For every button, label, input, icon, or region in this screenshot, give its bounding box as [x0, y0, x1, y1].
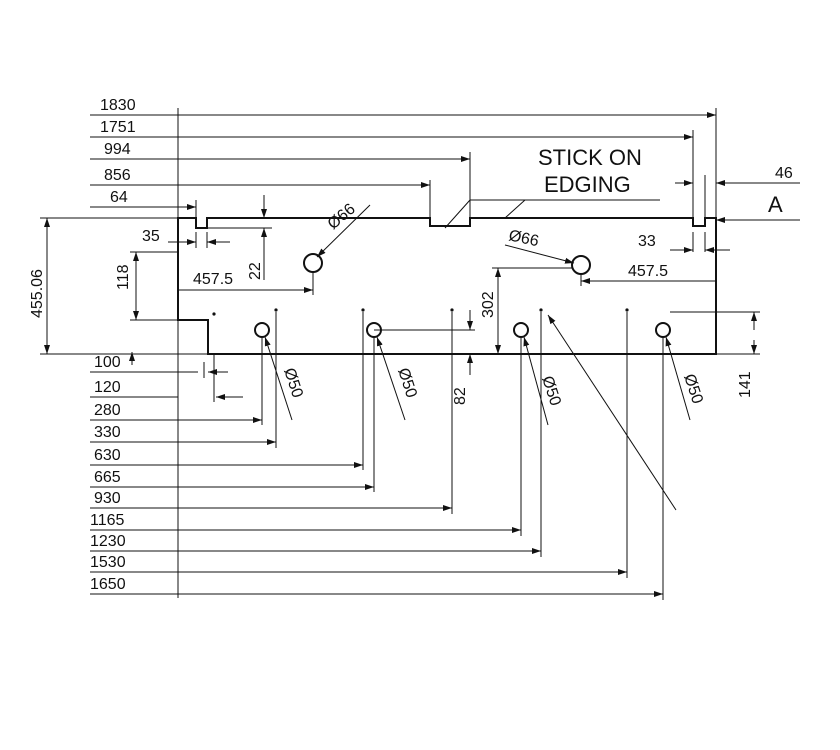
- dims-457: [178, 272, 716, 295]
- dim-302-lines: [492, 267, 573, 354]
- d50-2-leader: [376, 336, 406, 421]
- dim-100: 100: [94, 354, 121, 371]
- dim-1751: 1751: [100, 119, 136, 136]
- dim-141: 141: [737, 371, 754, 398]
- dim-457-left: 457.5: [193, 271, 233, 288]
- dim-457-right: 457.5: [628, 263, 668, 280]
- dim-1165: 1165: [90, 512, 125, 529]
- dim-120: 120: [94, 379, 121, 396]
- bottom-dimension-lines: [90, 312, 664, 600]
- dim-630: 630: [94, 447, 121, 464]
- dim-141-lines: [670, 311, 760, 355]
- right-dimension-lines: [675, 175, 800, 223]
- dim-1230: 1230: [90, 533, 126, 550]
- hole-d50-4: [655, 322, 671, 338]
- dim-35: 35: [142, 228, 160, 245]
- hole-d50-1: [254, 322, 270, 338]
- d66-right-leader: [504, 244, 575, 264]
- edging-text: EDGING: [544, 172, 631, 197]
- dim-64: 64: [110, 189, 128, 206]
- stick-on-text: STICK ON: [538, 145, 642, 170]
- d50-4-leader: [665, 336, 691, 421]
- dim-302: 302: [480, 291, 497, 318]
- dim-280: 280: [94, 402, 121, 419]
- dim-455-lines: [40, 217, 208, 355]
- dim-118: 118: [115, 264, 132, 290]
- dim-994: 994: [104, 141, 131, 158]
- datum-a: A: [768, 192, 783, 217]
- dim-330: 330: [94, 424, 121, 441]
- dim-33: 33: [638, 233, 656, 250]
- dim-22: 22: [247, 262, 264, 280]
- dim-455: 455.06: [29, 269, 46, 318]
- dim-856: 856: [104, 167, 131, 184]
- edging-leader: [444, 199, 471, 229]
- dim-1530: 1530: [90, 554, 126, 571]
- hole-d50-3: [513, 322, 529, 338]
- dia50-2: Ø50: [394, 366, 420, 400]
- dim-665: 665: [94, 469, 121, 486]
- notch-dimension-lines: [168, 232, 730, 253]
- diagonal-leader: [547, 314, 677, 511]
- d66-left-leader: [316, 204, 371, 258]
- dim-82: 82: [452, 387, 469, 405]
- d50-3-leader: [523, 336, 549, 426]
- hole-d66-right: [571, 255, 591, 275]
- edge-ticks: [212, 308, 629, 316]
- dim-46: 46: [775, 165, 793, 182]
- top-dimension-lines: [90, 108, 717, 226]
- dim-1650: 1650: [90, 576, 126, 593]
- d50-1-leader: [264, 336, 293, 421]
- dia66-left: Ø66: [325, 201, 359, 234]
- dia66-right: Ø66: [507, 227, 540, 250]
- dim-1830: 1830: [100, 97, 136, 114]
- dim-930: 930: [94, 490, 121, 507]
- dim-82-lines: [374, 310, 475, 375]
- hole-d66-left: [303, 253, 323, 273]
- vertical-dims-left: [130, 195, 272, 321]
